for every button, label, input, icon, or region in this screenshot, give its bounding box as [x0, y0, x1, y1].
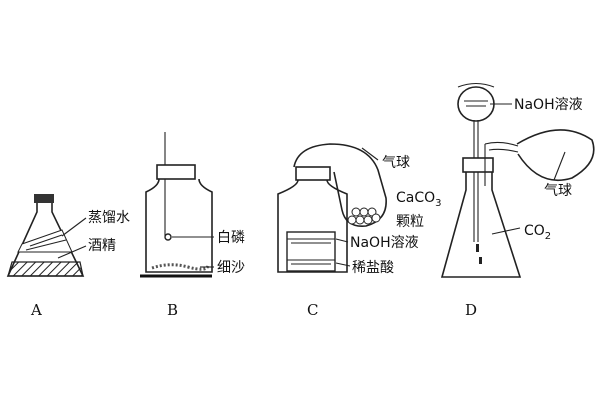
label-alcohol: 酒精 [88, 238, 116, 254]
label-sand: 细沙 [217, 260, 245, 276]
bottle-c-neck [295, 166, 331, 181]
label-naoh-c: NaOH溶液 [350, 235, 419, 251]
label-naoh-d: NaOH溶液 [514, 97, 583, 113]
label-balloon-d: 气球 [544, 183, 572, 199]
label-acid: 稀盐酸 [352, 260, 394, 276]
caption-b: B [167, 301, 178, 319]
balloon-d [516, 129, 595, 182]
co2-prefix: CO [524, 223, 545, 239]
fine-sand [151, 263, 210, 271]
alcohol-layer [7, 261, 84, 277]
leader-balloon-c [361, 147, 379, 161]
panel-c: 气球 CaCO3 颗粒 NaOH溶液 稀盐酸 C [277, 143, 442, 319]
label-balloon-c: 气球 [382, 155, 410, 171]
flask-a-stopper [34, 194, 54, 203]
label-particles: 颗粒 [396, 214, 424, 230]
leader-water [61, 217, 87, 237]
caco3-particles [347, 207, 381, 225]
leader-acid [335, 262, 351, 267]
funnel-top [457, 82, 495, 88]
funnel-bulb [457, 86, 495, 122]
leader-co2 [491, 227, 521, 235]
beaker-c [286, 231, 336, 272]
panel-a: 蒸馏水 酒精 A [6, 194, 130, 319]
leader-naoh-c [335, 238, 349, 243]
label-water: 蒸馏水 [88, 210, 130, 226]
label-caco3: CaCO3 [396, 190, 442, 209]
caco3-prefix: CaCO [396, 190, 435, 206]
caption-c: C [307, 301, 318, 319]
flask-d-stopper [462, 157, 494, 173]
bottle-b [140, 132, 213, 278]
panel-b: 白磷 细沙 B [140, 132, 245, 319]
bottle-c-body [277, 179, 348, 273]
leader-balloon-d [553, 151, 566, 181]
bottle-b-stopper [156, 164, 196, 180]
bottle-b-body [145, 178, 213, 273]
flask-a [6, 194, 85, 277]
white-phosphorus [164, 233, 172, 241]
flask-d-body [440, 172, 522, 278]
label-co2: CO2 [524, 223, 551, 242]
label-phosphorus: 白磷 [217, 230, 245, 246]
leader-alcohol [57, 245, 87, 259]
balloon-c [293, 143, 387, 227]
separatory-funnel [457, 82, 495, 168]
co2-subscript: 2 [545, 231, 551, 242]
caco3-subscript: 3 [435, 198, 441, 209]
caption-a: A [30, 301, 42, 319]
flask-d [440, 129, 595, 278]
caption-d: D [465, 301, 477, 319]
panel-d: NaOH溶液 气球 CO2 D [440, 82, 595, 319]
bottle-c [277, 143, 387, 273]
